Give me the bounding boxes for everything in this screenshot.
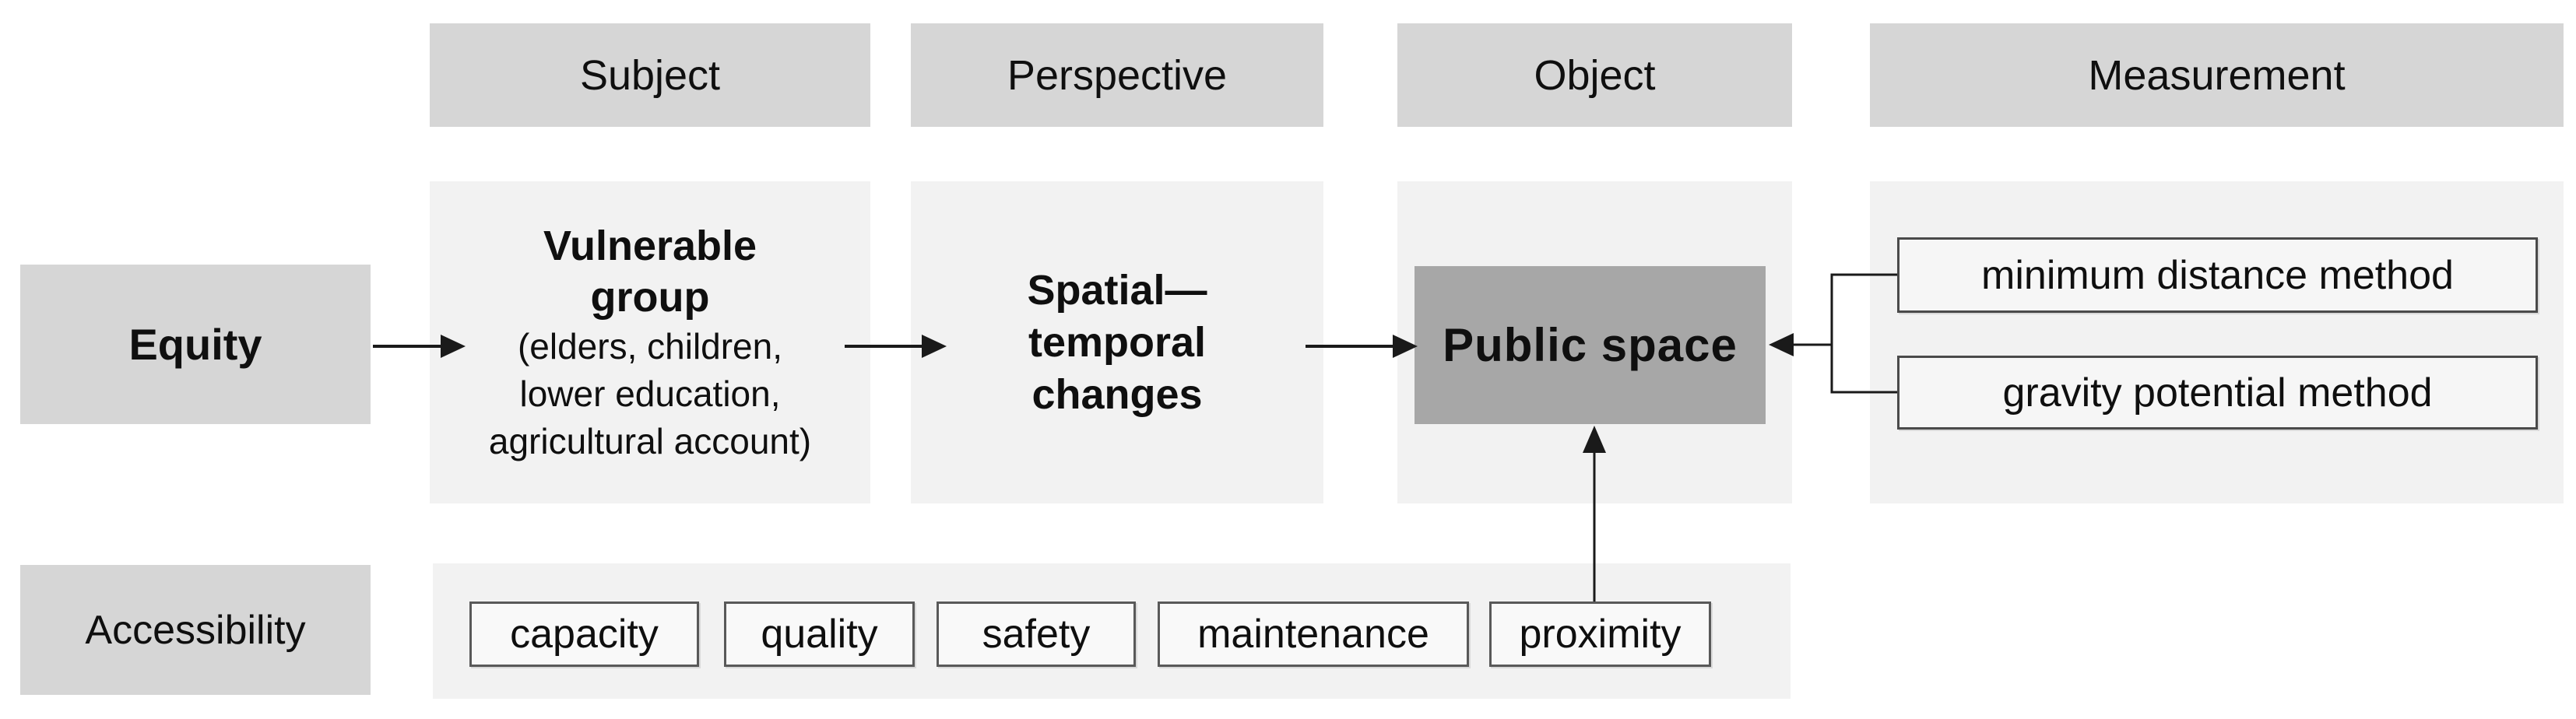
minimum-distance-method-box: minimum distance method (1897, 237, 2538, 313)
spatial-temporal-line1: Spatial— (1027, 266, 1207, 314)
chip-quality-label: quality (761, 612, 878, 657)
spatial-temporal-line3: changes (1031, 370, 1203, 418)
vulnerable-group-title-line2: group (590, 273, 710, 321)
column-header-measurement-label: Measurement (2088, 51, 2346, 99)
vulnerable-group-detail-line3: agricultural account) (488, 420, 812, 461)
column-header-perspective-label: Perspective (1007, 51, 1228, 99)
column-header-measurement: Measurement (1870, 23, 2564, 127)
minimum-distance-method-label: minimum distance method (1981, 252, 2454, 298)
chip-capacity-label: capacity (510, 612, 659, 657)
column-header-perspective: Perspective (911, 23, 1323, 127)
spatial-temporal-line2: temporal (1028, 318, 1207, 366)
chip-safety-label: safety (982, 612, 1091, 657)
vulnerable-group-title-line1: Vulnerable (543, 222, 757, 269)
gravity-potential-method-box: gravity potential method (1897, 356, 2538, 430)
public-space-label: Public space (1443, 319, 1738, 371)
gravity-potential-method-label: gravity potential method (2002, 370, 2433, 416)
public-space-box: Public space (1415, 266, 1766, 424)
chip-proximity: proximity (1489, 602, 1711, 667)
vulnerable-group-detail-line1: (elders, children, (517, 325, 783, 367)
column-header-object-label: Object (1534, 51, 1656, 99)
measurement-panel (1870, 181, 2564, 503)
vulnerable-group-detail-line2: lower education, (519, 373, 781, 414)
chip-safety: safety (937, 602, 1136, 667)
subject-panel: Vulnerable group (elders, children, lowe… (430, 181, 870, 503)
accessibility-row-label-box: Accessibility (20, 565, 371, 695)
chip-maintenance: maintenance (1158, 602, 1469, 667)
perspective-panel: Spatial— temporal changes (911, 181, 1323, 503)
column-header-subject: Subject (430, 23, 870, 127)
equity-row-label-box: Equity (20, 265, 371, 424)
chip-quality: quality (724, 602, 915, 667)
equity-label: Equity (128, 320, 262, 369)
chip-maintenance-label: maintenance (1197, 612, 1429, 657)
column-header-object: Object (1397, 23, 1792, 127)
accessibility-label: Accessibility (85, 607, 306, 653)
chip-capacity: capacity (469, 602, 699, 667)
column-header-subject-label: Subject (579, 51, 721, 99)
chip-proximity-label: proximity (1519, 612, 1682, 657)
